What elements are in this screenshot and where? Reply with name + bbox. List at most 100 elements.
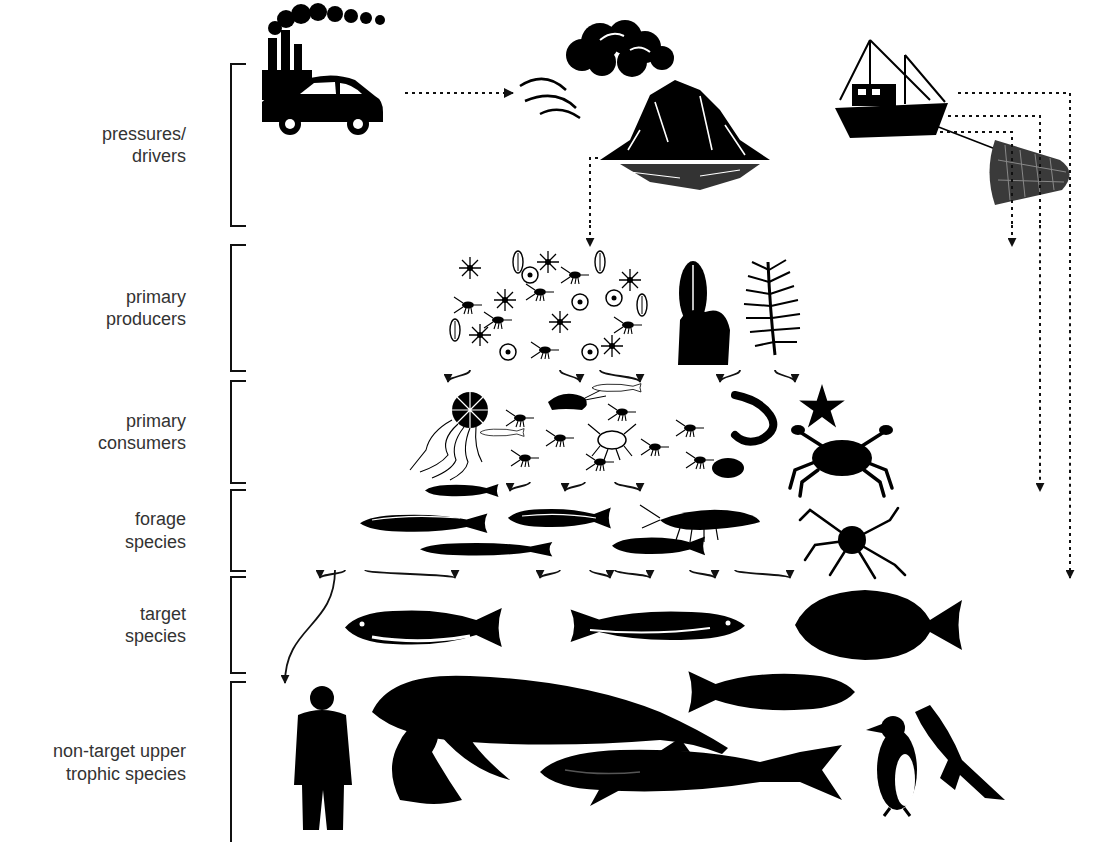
cloud-icon [650, 46, 674, 70]
seal-icon [392, 721, 462, 804]
band-bracket [231, 577, 246, 673]
benthic-invertebrate-icon [790, 432, 892, 496]
cloud-icon [600, 34, 650, 52]
zooplankton-icon [676, 420, 704, 437]
car-icon [262, 75, 383, 135]
trophic-band: primary producers [232, 246, 1114, 370]
phytoplankton-icon [526, 284, 554, 301]
forage-fish-icon [425, 484, 499, 497]
trawler-icon [990, 140, 1070, 205]
emission-arrow [405, 92, 513, 94]
food-web-arrow [448, 370, 470, 382]
factory-icon [262, 3, 385, 100]
trawler-icon [998, 145, 1066, 200]
phytoplankton-icon [582, 344, 598, 360]
band-bracket [231, 682, 246, 842]
car-icon [300, 82, 336, 94]
car-icon [340, 83, 362, 94]
band-label: non-target upper trophic species [6, 740, 186, 785]
food-web-arrow [720, 370, 740, 382]
cod-icon [345, 608, 502, 647]
guillemot-icon [881, 716, 905, 740]
food-web-arrow [775, 370, 795, 382]
trophic-band: pressures/ drivers [232, 65, 1114, 225]
haddock-icon [590, 628, 710, 633]
cloud-icon [588, 48, 616, 76]
shark-icon [540, 745, 842, 800]
trawler-icon [835, 40, 1070, 205]
zooplankton-icon [546, 430, 574, 447]
zooplankton-icon [452, 392, 488, 428]
factory-icon [309, 3, 327, 21]
phytoplankton-icon [454, 297, 482, 314]
band-fill [232, 683, 1114, 842]
trophic-band: non-target upper trophic species [232, 683, 1114, 842]
zooplankton-icon [452, 392, 488, 428]
cloud-icon [520, 79, 580, 118]
band-bracket [231, 381, 246, 483]
factory-icon [344, 9, 358, 23]
shark-icon [565, 770, 640, 774]
food-web-arrow [615, 482, 640, 491]
band-bracket [231, 64, 246, 226]
iceberg-icon [628, 96, 745, 155]
forage-fish-icon [372, 514, 596, 520]
seal-icon [392, 721, 462, 804]
car-icon [279, 113, 301, 135]
salmon-icon [688, 671, 855, 713]
band-label: primary producers [81, 286, 186, 331]
forage-fish-icon [360, 484, 705, 556]
phytoplankton-icon [500, 344, 516, 360]
albatross-icon [915, 705, 1005, 800]
car-icon [262, 75, 383, 122]
iceberg-icon [620, 164, 760, 190]
phytoplankton-icon [459, 257, 481, 279]
guillemot-icon [884, 808, 910, 816]
trophic-band: forage species [232, 491, 1114, 570]
phytoplankton-icon [614, 317, 642, 334]
krill-icon [640, 505, 760, 542]
human-icon [294, 686, 352, 830]
zooplankton-icon [586, 454, 614, 471]
pressure-arrow [1039, 225, 1041, 491]
guillemot-icon [866, 724, 882, 733]
zooplankton-icon [410, 384, 744, 480]
food-web-arrow [510, 482, 530, 491]
band-bracket [231, 245, 246, 371]
warming-lead-line [590, 158, 598, 224]
zooplankton-icon [588, 424, 636, 460]
phytoplankton-icon [637, 294, 647, 316]
phytoplankton-icon [537, 251, 559, 273]
benthic-invertebrate-icon [735, 384, 893, 496]
zooplankton-icon [548, 394, 587, 410]
shark-icon [540, 738, 842, 806]
factory-icon [327, 6, 343, 22]
fishing-lead-line [958, 93, 1070, 224]
pressure-arrow [589, 225, 591, 246]
benthic-invertebrate-icon [879, 425, 893, 435]
phytoplankton-icon [513, 251, 523, 273]
band-label: pressures/ drivers [81, 123, 186, 168]
guillemot-icon [866, 716, 917, 816]
fishing-lead-line [940, 132, 1012, 224]
cod-icon [372, 636, 470, 641]
guillemot-icon [895, 754, 915, 806]
emission-arrow [405, 93, 513, 94]
krill-icon [640, 505, 718, 542]
seaweed-icon [744, 260, 800, 346]
zooplankton-icon [686, 452, 714, 469]
zooplankton-icon [598, 431, 626, 449]
food-web-arrow [735, 570, 790, 578]
factory-icon [375, 15, 385, 25]
trawler-icon [936, 126, 998, 150]
phytoplankton-icon [601, 335, 623, 357]
human-icon [294, 710, 352, 830]
band-fill [232, 382, 1114, 482]
band-label: target species [81, 603, 186, 648]
factory-icon [291, 4, 311, 24]
forage-fish-icon [420, 542, 552, 556]
car-icon [353, 119, 363, 129]
albatross-icon [915, 705, 1005, 800]
trawler-icon [840, 40, 945, 106]
